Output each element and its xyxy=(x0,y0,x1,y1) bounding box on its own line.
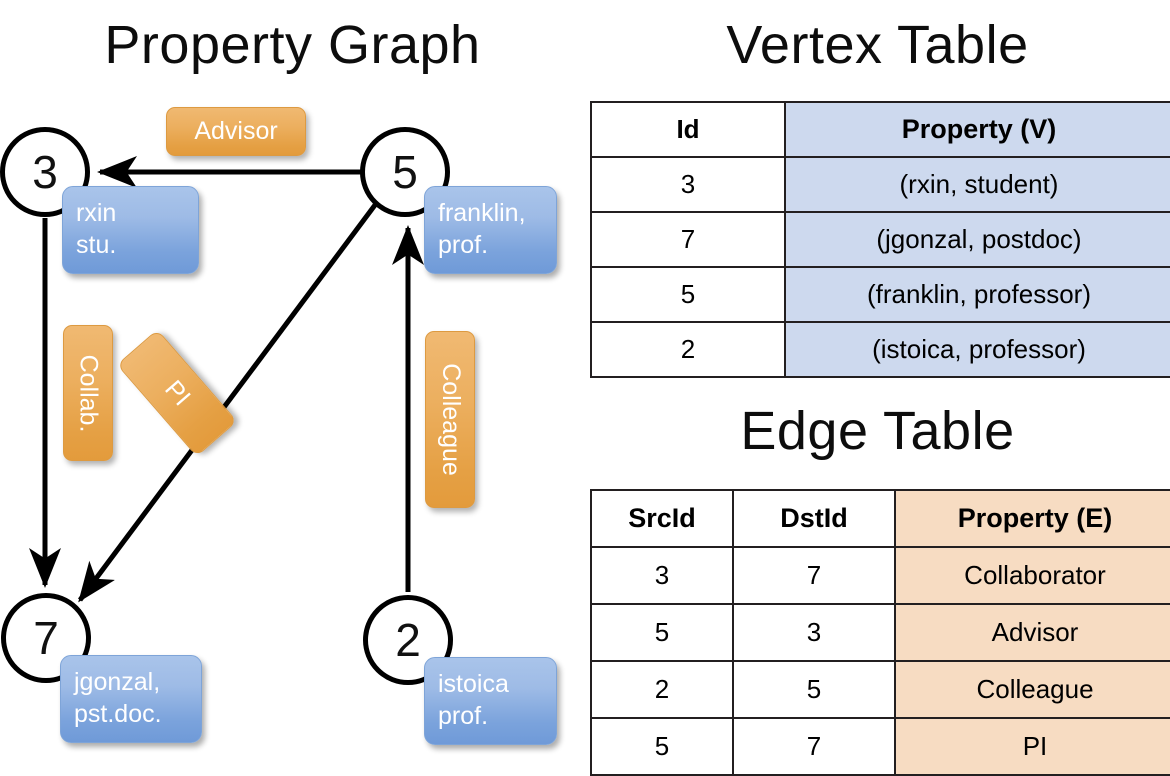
node-property-box-7: jgonzal, pst.doc. xyxy=(60,655,202,743)
edge-cell-dstid: 3 xyxy=(732,603,896,662)
edge-label-collab-text: Collab. xyxy=(74,354,103,432)
edge-table: SrcId DstId Property (E) 3 7 Collaborato… xyxy=(590,489,1170,776)
vertex-cell-property: (jgonzal, postdoc) xyxy=(784,211,1170,268)
edge-cell-dstid: 7 xyxy=(732,717,896,776)
graph-node-7-label: 7 xyxy=(33,612,59,664)
vertex-table-row[interactable]: 3 (rxin, student) xyxy=(590,156,1170,213)
graph-node-2[interactable]: 2 xyxy=(363,595,453,685)
vertex-table: Id Property (V) 3 (rxin, student) 7 (jgo… xyxy=(590,101,1170,378)
page-title-edge-table: Edge Table xyxy=(740,401,1015,461)
node-property-box-3-line2: stu. xyxy=(76,231,117,259)
edge-cell-srcid: 3 xyxy=(590,546,734,605)
edge-label-colleague: Colleague xyxy=(425,331,475,508)
vertex-table-row[interactable]: 7 (jgonzal, postdoc) xyxy=(590,211,1170,268)
node-property-box-5: franklin, prof. xyxy=(424,186,557,274)
edge-cell-property: Collaborator xyxy=(894,546,1170,605)
edge-table-row[interactable]: 2 5 Colleague xyxy=(590,660,1170,719)
node-property-box-2: istoica prof. xyxy=(424,657,557,745)
node-property-box-5-line2: prof. xyxy=(438,231,489,259)
graph-node-5-label: 5 xyxy=(392,146,418,198)
edge-5-to-7 xyxy=(77,203,378,603)
graph-node-5[interactable]: 5 xyxy=(360,127,450,217)
edge-cell-dstid: 5 xyxy=(732,660,896,719)
vertex-table-header-property: Property (V) xyxy=(784,101,1170,158)
graph-node-2-label: 2 xyxy=(395,614,421,666)
vertex-cell-id: 5 xyxy=(590,266,786,323)
edge-cell-property: Advisor xyxy=(894,603,1170,662)
edge-table-header-property: Property (E) xyxy=(894,489,1170,548)
vertex-cell-id: 3 xyxy=(590,156,786,213)
edge-label-advisor-text: Advisor xyxy=(194,117,278,145)
vertex-cell-property: (franklin, professor) xyxy=(784,266,1170,323)
vertex-table-header-row: Id Property (V) xyxy=(590,101,1170,158)
edge-table-header-dstid: DstId xyxy=(732,489,896,548)
vertex-cell-id: 2 xyxy=(590,321,786,378)
vertex-table-row[interactable]: 2 (istoica, professor) xyxy=(590,321,1170,378)
edge-table-row[interactable]: 5 3 Advisor xyxy=(590,603,1170,662)
edge-cell-srcid: 2 xyxy=(590,660,734,719)
edge-label-colleague-text: Colleague xyxy=(436,363,465,476)
edge-cell-property: Colleague xyxy=(894,660,1170,719)
edge-table-header-srcid: SrcId xyxy=(590,489,734,548)
edge-label-advisor: Advisor xyxy=(166,107,306,156)
edge-table-header-row: SrcId DstId Property (E) xyxy=(590,489,1170,548)
edge-table-row[interactable]: 3 7 Collaborator xyxy=(590,546,1170,605)
node-property-box-2-line1: istoica xyxy=(438,670,509,698)
edge-cell-srcid: 5 xyxy=(590,717,734,776)
node-property-box-7-line1: jgonzal, xyxy=(74,668,161,696)
edge-cell-property: PI xyxy=(894,717,1170,776)
vertex-cell-property: (rxin, student) xyxy=(784,156,1170,213)
edge-table-row[interactable]: 5 7 PI xyxy=(590,717,1170,776)
vertex-cell-id: 7 xyxy=(590,211,786,268)
page-title-property-graph: Property Graph xyxy=(104,15,481,75)
graph-edges-svg xyxy=(29,156,424,603)
vertex-table-row[interactable]: 5 (franklin, professor) xyxy=(590,266,1170,323)
property-graph-panel: Property Graph Advisor Collab. PI xyxy=(0,0,585,760)
graph-node-3-label: 3 xyxy=(32,146,58,198)
node-property-box-7-line2: pst.doc. xyxy=(74,700,162,728)
node-property-box-3: rxin stu. xyxy=(62,186,199,274)
node-property-box-5-line1: franklin, xyxy=(438,199,526,227)
edge-label-collab: Collab. xyxy=(63,325,113,461)
page-title-vertex-table: Vertex Table xyxy=(726,15,1029,75)
node-property-box-3-line1: rxin xyxy=(76,199,117,227)
vertex-cell-property: (istoica, professor) xyxy=(784,321,1170,378)
edge-label-pi-text: PI xyxy=(159,374,196,411)
edge-cell-srcid: 5 xyxy=(590,603,734,662)
node-property-box-2-line2: prof. xyxy=(438,702,489,730)
vertex-table-header-id: Id xyxy=(590,101,786,158)
edge-cell-dstid: 7 xyxy=(732,546,896,605)
